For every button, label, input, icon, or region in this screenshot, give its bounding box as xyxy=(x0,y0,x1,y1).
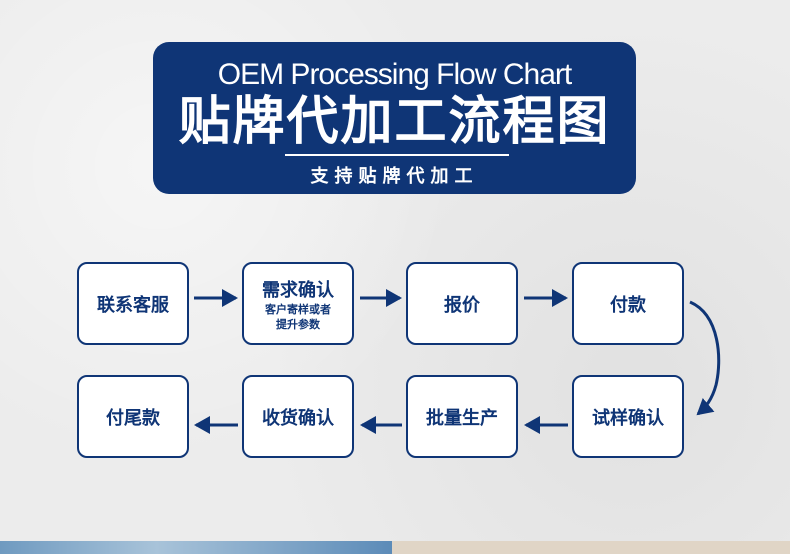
step-contact-service: 联系客服 xyxy=(77,262,189,345)
title-divider xyxy=(285,154,509,156)
step-payment: 付款 xyxy=(572,262,684,345)
subtitle: 支持贴牌代加工 xyxy=(310,166,479,187)
step-requirement-confirm: 需求确认 客户寄样或者提升参数 xyxy=(242,262,354,345)
step-sample-confirm: 试样确认 xyxy=(572,375,684,458)
step-quote: 报价 xyxy=(406,262,518,345)
bottom-image-right xyxy=(392,541,790,554)
step-receipt-confirm: 收货确认 xyxy=(242,375,354,458)
arrow-4-5 xyxy=(689,300,721,416)
step-final-payment: 付尾款 xyxy=(77,375,189,458)
step-mass-production: 批量生产 xyxy=(406,375,518,458)
title-english: OEM Processing Flow Chart xyxy=(217,58,572,91)
step-note: 客户寄样或者提升参数 xyxy=(265,302,331,331)
title-banner: OEM Processing Flow Chart 贴牌代加工流程图 支持贴牌代… xyxy=(153,42,636,194)
title-chinese: 贴牌代加工流程图 xyxy=(178,92,611,152)
bottom-image-left xyxy=(0,541,392,554)
